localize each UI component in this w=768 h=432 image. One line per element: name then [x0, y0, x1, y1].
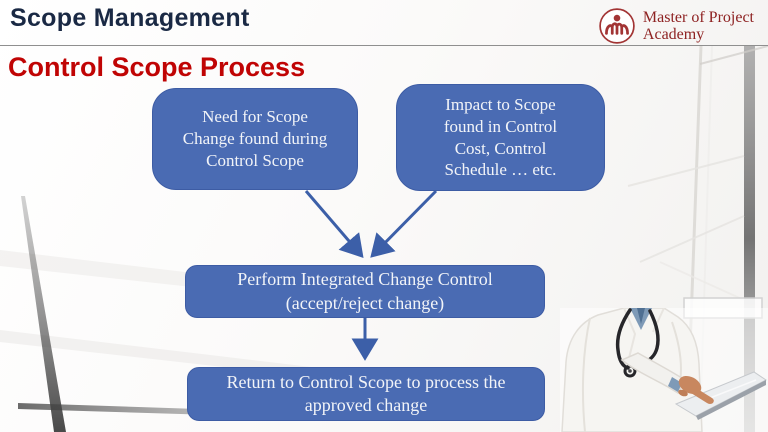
- node-text-line: Need for Scope: [202, 107, 308, 127]
- node-text-line: Cost, Control: [454, 138, 547, 158]
- flow-node-return-to-control-scope: Return to Control Scope to process the a…: [187, 367, 545, 421]
- doctor-photo: [560, 308, 768, 432]
- flow-node-perform-integrated-change-control: Perform Integrated Change Control (accep…: [185, 265, 545, 318]
- node-text-line: approved change: [304, 395, 428, 415]
- logo-text-line1: Master of Project: [642, 8, 754, 26]
- slide-header-title: Scope Management: [10, 4, 250, 32]
- flow-node-impact-to-scope: Impact to Scope found in Control Cost, C…: [396, 84, 605, 191]
- arrow-need-to-picc: [304, 190, 364, 258]
- header-divider: [0, 45, 768, 46]
- logo-text: Master of Project Academy: [643, 9, 754, 44]
- node-text-line: found in Control: [443, 116, 558, 136]
- arrow-impact-to-picc: [370, 189, 438, 258]
- logo: Master of Project Academy: [598, 7, 754, 45]
- node-text-line: Schedule … etc.: [444, 160, 557, 180]
- flow-node-need-for-change: Need for Scope Change found during Contr…: [152, 88, 358, 190]
- node-text-line: Impact to Scope: [445, 95, 556, 114]
- logo-text-line2: Academy: [642, 26, 705, 43]
- node-text-line: Perform Integrated Change Control: [237, 269, 493, 290]
- node-text-line: (accept/reject change): [285, 292, 445, 313]
- node-text-line: Return to Control Scope to process the: [226, 371, 506, 392]
- page-title: Control Scope Process: [8, 52, 306, 82]
- logo-icon: [599, 8, 635, 44]
- node-text-line: Change found during: [182, 129, 328, 149]
- node-text-line: Control Scope: [206, 150, 304, 170]
